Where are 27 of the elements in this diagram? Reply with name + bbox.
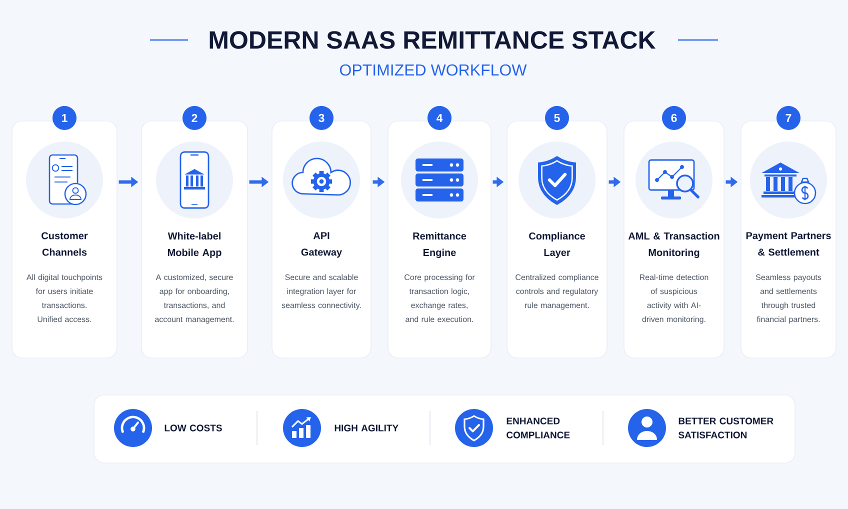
card-description: All digital touchpoints for users initiate transactions. Unified access. [26,274,102,322]
card-title: AML & Transaction Monitoring [628,232,720,258]
number-badge: 1 [52,106,76,130]
card-description: Core processing for transaction logic, exchange rates, and rule execution. [404,274,475,322]
card-title: Customer Channels [42,232,88,256]
card-description: Real-time detection of suspicious activity with AI-driven monitoring. [640,274,708,324]
benefit-label: ENHANCED COMPLIANCE [506,418,570,438]
card-description: A customized, secure app for onboarding, transactions, and account management. [155,274,234,324]
number-badge: 4 [428,106,452,130]
benefit-label: HIGH AGILITY [334,424,398,432]
card-title: Payment Partners & Settlement [746,232,831,256]
card-description: Secure and scalable integration layer for seamless connectivity. [282,274,361,310]
card-title: API Gateway [301,232,342,258]
card-description: Seamless payouts and settlements through trusted financial partners. [756,274,822,324]
card-title: White-label Mobile App [168,232,222,258]
card-title: Compliance Layer [529,232,585,258]
card-description: Centralized compliance controls and regulatory rule management. [516,274,598,310]
number-badge: 5 [545,106,569,130]
number-badge: 3 [310,106,334,130]
benefit-label: BETTER CUSTOMER SATISFACTION [678,418,774,438]
subtitle: OPTIMIZED WORKFLOW [340,64,527,76]
number-badge: 6 [662,106,686,130]
number-badge: 2 [182,106,206,130]
card-title: Remittance Engine [413,232,466,258]
benefit-label: LOW COSTS [164,424,222,432]
number-badge: 7 [776,106,800,130]
title: MODERN SAAS REMITTANCE STACK [210,31,656,49]
